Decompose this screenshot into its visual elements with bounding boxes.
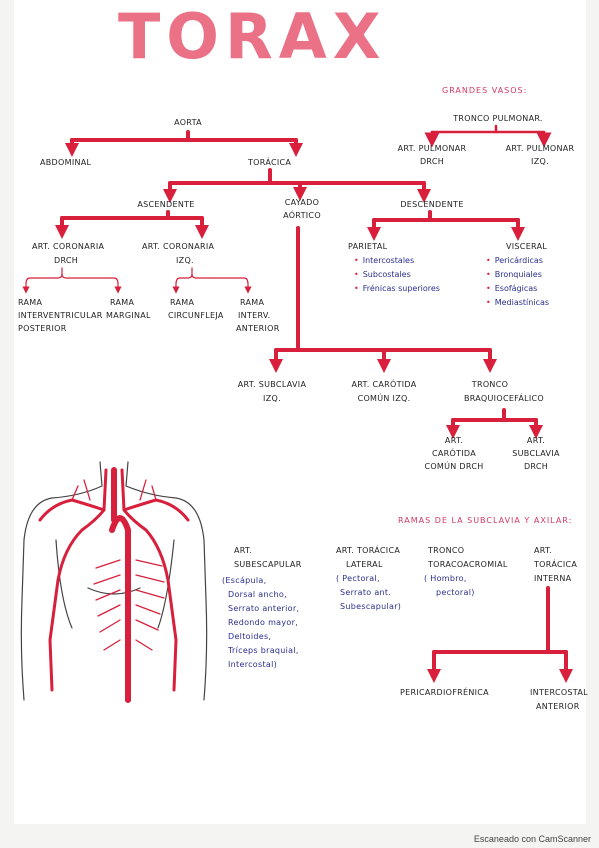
rama-circunfleja-line2: CIRCUNFLEJA xyxy=(168,311,224,320)
rama-marginal-line2: MARGINAL xyxy=(106,311,151,320)
tronco-braquio-line1: TRONCO xyxy=(471,380,509,389)
coronaria-izq-line1: ART. CORONARIA xyxy=(142,242,215,251)
aorta-label: AORTA xyxy=(174,118,202,127)
subclavia-drch-line3: DRCH xyxy=(523,462,549,471)
rama-interventricular-line3: POSTERIOR xyxy=(18,324,67,333)
rama-anterior-line1: RAMA xyxy=(240,298,265,307)
aorta-branch-arrow xyxy=(65,130,303,157)
ascendente-label: ASCENDENTE xyxy=(137,200,195,209)
cayado-line1: CAYADO xyxy=(284,198,320,207)
carotida-drch-line2: CARÓTIDA xyxy=(431,449,477,458)
rama-circunfleja-line1: RAMA xyxy=(170,298,195,307)
visceral-item: Pericárdicas xyxy=(486,254,549,268)
parietal-label: PARIETAL xyxy=(348,242,388,251)
ascendente-branch-arrow xyxy=(55,210,209,239)
coronaria-drch-line1: ART. CORONARIA xyxy=(32,242,105,251)
toracica-label: TORÁCICA xyxy=(248,158,292,167)
rama-interventricular-line1: RAMA xyxy=(18,298,43,307)
thorax-illustration xyxy=(20,461,208,703)
toracoacromial-item: ( Hombro, xyxy=(424,574,467,583)
toracica-lateral-item: ( Pectoral, xyxy=(336,574,380,583)
subescapular-line2: SUBESCAPULAR xyxy=(234,560,302,569)
toracoacromial-line2: TORACOACROMIAL xyxy=(428,560,508,569)
cayado-line2: AÓRTICO xyxy=(283,211,321,220)
ramas-heading: RAMAS DE LA SUBCLAVIA Y AXILAR: xyxy=(398,516,573,525)
grandes-vasos-heading: GRANDES VASOS: xyxy=(442,86,528,95)
art-pulmonar-drch-line1: ART. PULMONAR xyxy=(397,144,467,153)
rama-anterior-line3: ANTERIOR xyxy=(236,324,280,333)
toracica-lateral-line2: LATERAL xyxy=(346,560,383,569)
coronaria-drch-line2: DRCH xyxy=(54,256,79,265)
toracica-branch-arrow xyxy=(163,168,431,203)
subescapular-item: Deltoides, xyxy=(228,632,272,641)
cayado-branch-arrow xyxy=(269,226,497,373)
subescapular-item: Redondo mayor, xyxy=(228,618,299,627)
subescapular-item: Tríceps braquial, xyxy=(228,646,299,655)
carotida-drch-line1: ART. xyxy=(444,436,464,445)
pericardiofrenica-label: PERICARDIOFRÉNICA xyxy=(400,688,489,697)
rama-anterior-line2: INTERV. xyxy=(238,311,271,320)
art-pulmonar-izq-line2: IZQ. xyxy=(531,157,549,166)
rama-interventricular-line2: INTERVENTRICULAR xyxy=(18,311,103,320)
tronco-braquio-line2: BRAQUIOCEFÁLICO xyxy=(463,394,545,403)
coronaria-izq-line2: IZQ. xyxy=(176,256,194,265)
subescapular-item: Intercostal) xyxy=(228,660,278,669)
subescapular-item: Dorsal ancho, xyxy=(228,590,287,599)
paper-sheet xyxy=(14,0,586,824)
toracoacromial-item: pectoral) xyxy=(436,588,475,597)
carotida-izq-line1: ART. CARÓTIDA xyxy=(351,380,417,389)
visceral-list: Pericárdicas Bronquiales Esofágicas Medi… xyxy=(486,254,549,310)
parietal-list: Intercostales Subcostales Frénicas super… xyxy=(354,254,440,296)
toracica-interna-branch-arrow xyxy=(427,586,573,683)
subclavia-drch-line2: SUBCLAVIA xyxy=(512,449,560,458)
descendente-label: DESCENDENTE xyxy=(400,200,464,209)
parietal-item: Frénicas superiores xyxy=(354,282,440,296)
page-title: TORAX xyxy=(118,0,387,73)
subescapular-line1: ART. xyxy=(234,546,253,555)
subescapular-item: (Escápula, xyxy=(222,576,267,585)
rama-marginal-line1: RAMA xyxy=(110,298,135,307)
scanner-watermark: Escaneado con CamScanner xyxy=(473,834,591,844)
parietal-item: Intercostales xyxy=(354,254,440,268)
toracoacromial-line1: TRONCO xyxy=(428,546,465,555)
pulmonar-branch-arrow xyxy=(424,124,552,148)
parietal-item: Subcostales xyxy=(354,268,440,282)
subclavia-izq-line2: IZQ. xyxy=(263,394,281,403)
visceral-item: Bronquiales xyxy=(486,268,549,282)
subclavia-izq-line1: ART. SUBCLAVIA xyxy=(237,380,307,389)
intercostal-anterior-line1: INTERCOSTAL xyxy=(530,688,588,697)
subclavia-drch-line1: ART. xyxy=(526,436,546,445)
toracica-interna-line3: INTERNA xyxy=(534,574,572,583)
coronaria-thin-arrows xyxy=(22,267,252,294)
toracica-lateral-item: Serrato ant. xyxy=(340,588,392,597)
abdominal-label: ABDOMINAL xyxy=(40,158,92,167)
descendente-branch-arrow xyxy=(367,210,525,241)
toracica-lateral-line1: ART. TORÁCICA xyxy=(336,546,401,555)
tronco-pulmonar-label: TRONCO PULMONAR. xyxy=(453,114,543,123)
visceral-item: Esofágicas xyxy=(486,282,549,296)
art-pulmonar-drch-line2: DRCH xyxy=(419,157,445,166)
braquiocefalico-branch-arrow xyxy=(446,408,543,439)
intercostal-anterior-line2: ANTERIOR xyxy=(536,702,580,711)
carotida-izq-line2: COMÚN IZQ. xyxy=(357,394,411,403)
toracica-interna-line1: ART. xyxy=(534,546,553,555)
toracica-lateral-item: Subescapular) xyxy=(340,602,402,611)
carotida-drch-line3: COMÚN DRCH xyxy=(424,462,484,471)
toracica-interna-line2: TORÁCICA xyxy=(534,560,578,569)
visceral-item: Mediastínicas xyxy=(486,296,549,310)
art-pulmonar-izq-line1: ART. PULMONAR xyxy=(505,144,575,153)
subescapular-item: Serrato anterior, xyxy=(228,604,300,613)
visceral-label: VISCERAL xyxy=(506,242,548,251)
